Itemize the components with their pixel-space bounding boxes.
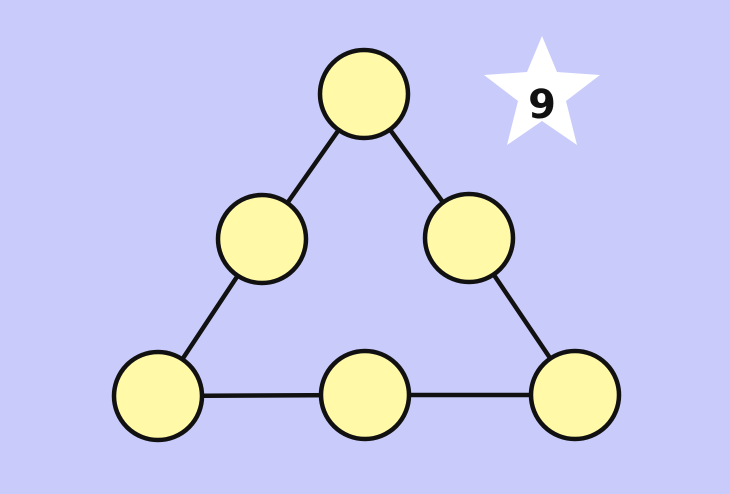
node-middle-right[interactable] bbox=[422, 191, 516, 285]
node-bottom-left-circle[interactable] bbox=[111, 349, 205, 443]
node-top-circle[interactable] bbox=[317, 47, 411, 141]
star-icon bbox=[484, 36, 600, 145]
node-bottom-middle[interactable] bbox=[318, 348, 412, 442]
puzzle-nodes bbox=[111, 47, 622, 443]
node-bottom-right[interactable] bbox=[528, 348, 622, 442]
node-middle-left[interactable] bbox=[215, 192, 309, 286]
node-top[interactable] bbox=[317, 47, 411, 141]
node-middle-left-circle[interactable] bbox=[215, 192, 309, 286]
node-bottom-middle-circle[interactable] bbox=[318, 348, 412, 442]
target-sum-value: 9 bbox=[528, 82, 556, 128]
node-middle-right-circle[interactable] bbox=[422, 191, 516, 285]
node-bottom-right-circle[interactable] bbox=[528, 348, 622, 442]
target-sum-badge: 9 bbox=[484, 36, 600, 145]
node-bottom-left[interactable] bbox=[111, 349, 205, 443]
